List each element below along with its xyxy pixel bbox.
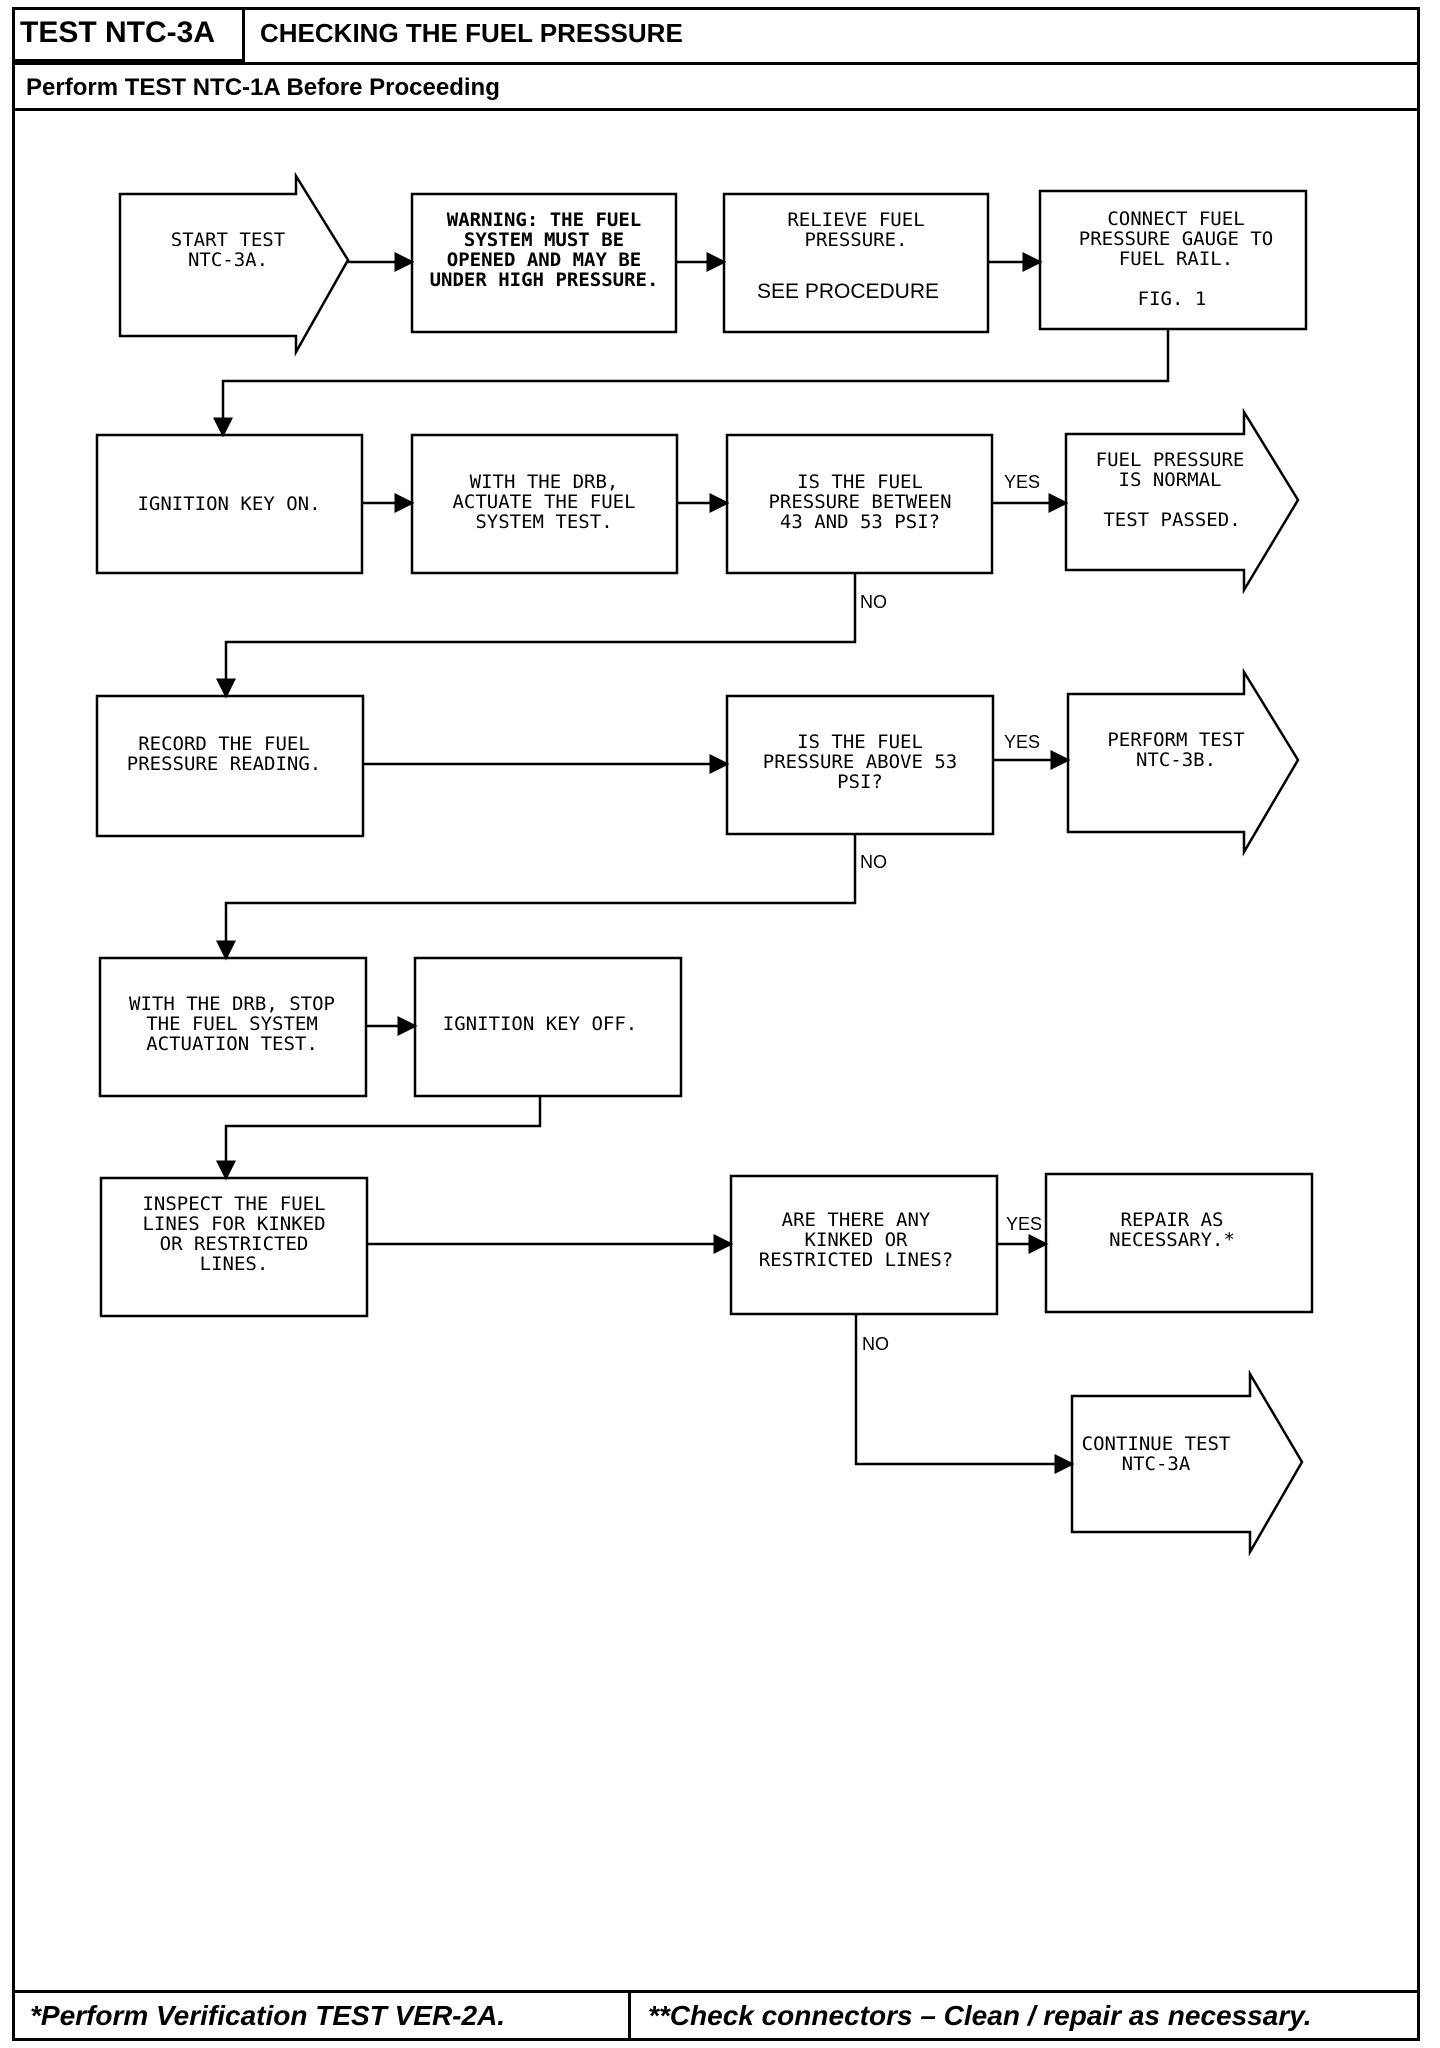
text-line: CONNECT FUEL [1107, 208, 1244, 230]
text-line: IGNITION KEY OFF. [443, 1013, 637, 1035]
text-line: SYSTEM MUST BE [464, 229, 624, 251]
relieve-sub: SEE PROCEDURE [757, 280, 939, 303]
text-line: PSI? [837, 771, 883, 793]
text-line: IS NORMAL [1119, 469, 1222, 491]
text-line: INSPECT THE FUEL [142, 1193, 325, 1215]
text-line: FUEL PRESSURE [1096, 449, 1245, 471]
passed-arrow-shape [1064, 407, 1300, 595]
gauge-sub: FIG. 1 [1138, 288, 1207, 310]
page-title: CHECKING THE FUEL PRESSURE [260, 18, 683, 48]
text-line: LINES FOR KINKED [142, 1213, 325, 1235]
text-line: PERFORM TEST [1107, 729, 1244, 751]
yes-label-above: YES [1004, 732, 1040, 752]
text-line: RELIEVE FUEL [787, 209, 924, 231]
text-line: RECORD THE FUEL [138, 733, 310, 755]
text-line: NECESSARY.* [1109, 1229, 1235, 1251]
text-line: ACTUATION TEST. [146, 1033, 318, 1055]
text-line: KINKED OR [805, 1229, 909, 1251]
no-label-kinked: NO [862, 1334, 889, 1354]
text-line: PRESSURE GAUGE TO [1079, 228, 1273, 250]
footer-left-note: *Perform Verification TEST VER-2A. [30, 2000, 506, 2031]
text-line: NTC-3A. [188, 249, 268, 271]
text-line: IS THE FUEL [797, 731, 923, 753]
text-line: SYSTEM TEST. [475, 511, 612, 533]
page-frame [12, 7, 1420, 2041]
text-line: NTC-3B. [1136, 749, 1216, 771]
text-line: PRESSURE. [805, 229, 908, 251]
no-label-between: NO [860, 592, 887, 612]
text-line: PRESSURE READING. [127, 753, 321, 775]
text-line: RESTRICTED LINES? [759, 1249, 953, 1271]
text-line: CONTINUE TEST [1082, 1433, 1231, 1455]
text-line: ARE THERE ANY [782, 1209, 931, 1231]
footer-right-note: **Check connectors – Clean / repair as n… [648, 2000, 1312, 2031]
text-line: START TEST [171, 229, 285, 251]
text-line: FUEL RAIL. [1119, 248, 1233, 270]
footer-divider [12, 1990, 1420, 1993]
continue-arrow-shape [1070, 1369, 1304, 1557]
header-divider-2 [12, 108, 1420, 111]
text-line: 43 AND 53 PSI? [780, 511, 940, 533]
footer-separator [628, 1990, 631, 2041]
text-line: WITH THE DRB, [470, 471, 619, 493]
text-line: OPENED AND MAY BE [447, 249, 641, 271]
yes-label-between: YES [1004, 472, 1040, 492]
text-line: PRESSURE ABOVE 53 [763, 751, 957, 773]
text-line: WITH THE DRB, STOP [129, 993, 335, 1015]
text-line: NTC-3A [1122, 1453, 1191, 1475]
passed-sub: TEST PASSED. [1103, 509, 1240, 531]
text-line: ACTUATE THE FUEL [452, 491, 635, 513]
yes-label-kinked: YES [1006, 1214, 1042, 1234]
text-line: WARNING: THE FUEL [447, 209, 641, 231]
text-line: IS THE FUEL [797, 471, 923, 493]
prerequisite-note: Perform TEST NTC-1A Before Proceeding [26, 74, 500, 101]
key-on-text: IGNITION KEY ON. [137, 493, 320, 515]
perform-3b-arrow-shape [1066, 667, 1300, 857]
text-line: LINES. [200, 1253, 269, 1275]
text-line: UNDER HIGH PRESSURE. [430, 269, 659, 291]
start-arrow-shape [118, 171, 350, 357]
text-line: THE FUEL SYSTEM [146, 1013, 318, 1035]
text-line: PRESSURE BETWEEN [768, 491, 951, 513]
test-id: TEST NTC-3A [12, 7, 245, 62]
no-label-above: NO [860, 852, 887, 872]
header-divider [12, 62, 1420, 65]
key-off-text: IGNITION KEY OFF. [443, 1013, 637, 1035]
text-line: REPAIR AS [1121, 1209, 1224, 1231]
text-line: OR RESTRICTED [160, 1233, 309, 1255]
text-line: IGNITION KEY ON. [137, 493, 320, 515]
